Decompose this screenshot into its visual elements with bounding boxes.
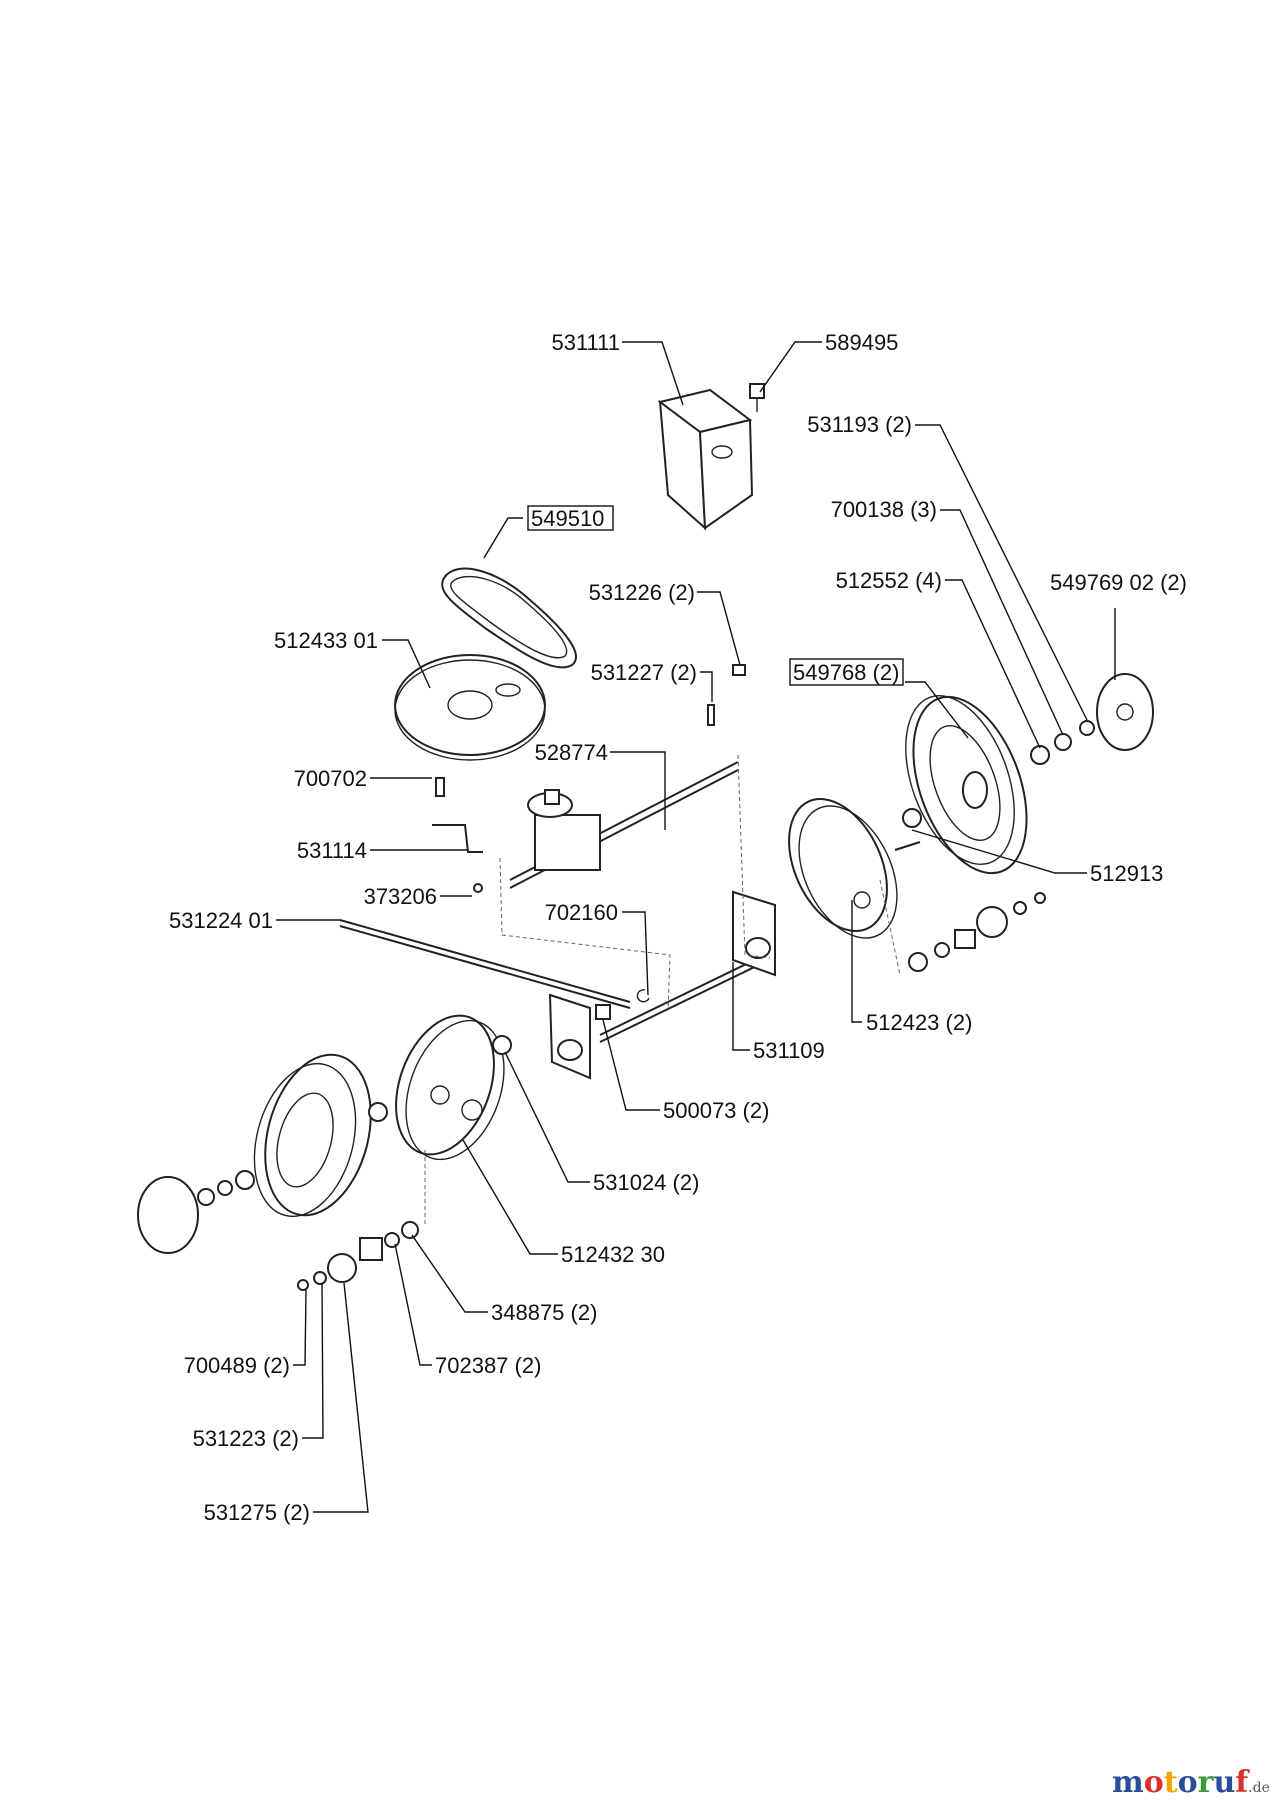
part-label-500073: 500073 (2) [663,1098,769,1123]
part-label-512432: 512432 30 [561,1242,665,1267]
part-label-531109: 531109 [753,1038,825,1063]
left-hubcap-drawing [395,1014,505,1161]
left-gear-drawing [297,1150,426,1291]
left-wheel-drawing [253,1053,388,1218]
part-label-549510: 549510 [531,506,604,531]
watermark-letter: u [1213,1765,1235,1800]
part-label-702160: 702160 [545,900,618,925]
assembly-lines [499,754,771,1011]
part-label-700138: 700138 (3) [831,497,937,522]
gearbox-drawing [509,761,739,889]
part-label-589495: 589495 [825,330,898,355]
part-label-702387: 702387 (2) [435,1353,541,1378]
bracket-drawing [432,777,483,893]
part-label-512423: 512423 (2) [866,1010,972,1035]
watermark-letter: m [1112,1765,1144,1800]
watermark-suffix: .de [1248,1780,1270,1796]
right-wheel-drawing [905,694,1028,875]
right-gear-drawing [879,879,1046,976]
part-label-512913: 512913 [1090,861,1163,886]
screw-drawing [749,383,765,412]
part-label-531223: 531223 (2) [193,1426,299,1451]
right-washers-drawing [894,673,1154,851]
part-label-531224: 531224 01 [169,908,273,933]
watermark-letter: o [1178,1765,1198,1800]
part-label-531111: 531111 [551,330,620,355]
part-label-531275: 531275 (2) [204,1500,310,1525]
part-label-549769: 549769 02 (2) [1050,570,1187,595]
part-label-531114: 531114 [297,838,367,863]
rod-drawing [339,919,650,1009]
part-label-700489: 700489 (2) [184,1353,290,1378]
part-label-531227: 531227 (2) [591,660,697,685]
motoruf-watermark-logo: motoruf.de [1112,1765,1270,1800]
left-washer-drawing [492,1035,512,1055]
left-washers-drawing [137,1170,255,1254]
watermark-letter: r [1198,1765,1215,1800]
part-label-531193: 531193 (2) [807,412,912,437]
plate-drawing [394,654,546,761]
part-box-549768 [789,658,904,686]
part-box-549510 [527,505,614,531]
part-labels: 531111 589495 531193 (2) 700138 (3) 5495… [169,330,1187,1525]
watermark-letter: f [1235,1765,1250,1800]
leader-lines [276,341,1116,1513]
part-label-700702: 700702 [294,766,367,791]
part-label-531226: 531226 (2) [589,580,695,605]
belt-drawing [441,567,577,669]
part-label-549768: 549768 (2) [793,660,899,685]
watermark-letter: o [1144,1765,1164,1800]
part-label-348875: 348875 (2) [491,1300,597,1325]
part-label-512433: 512433 01 [274,628,378,653]
part-label-373206: 373206 [364,884,437,909]
cover-bracket-drawing [657,388,754,531]
right-hubcap-drawing [788,798,898,939]
part-label-531024: 531024 (2) [593,1170,699,1195]
watermark-letter: t [1164,1765,1178,1800]
part-label-512552: 512552 (4) [836,568,942,593]
small-clip-drawing [707,664,746,726]
svg-text:motoruf.de: motoruf.de [1112,1765,1270,1800]
part-label-528774: 528774 [535,740,608,765]
